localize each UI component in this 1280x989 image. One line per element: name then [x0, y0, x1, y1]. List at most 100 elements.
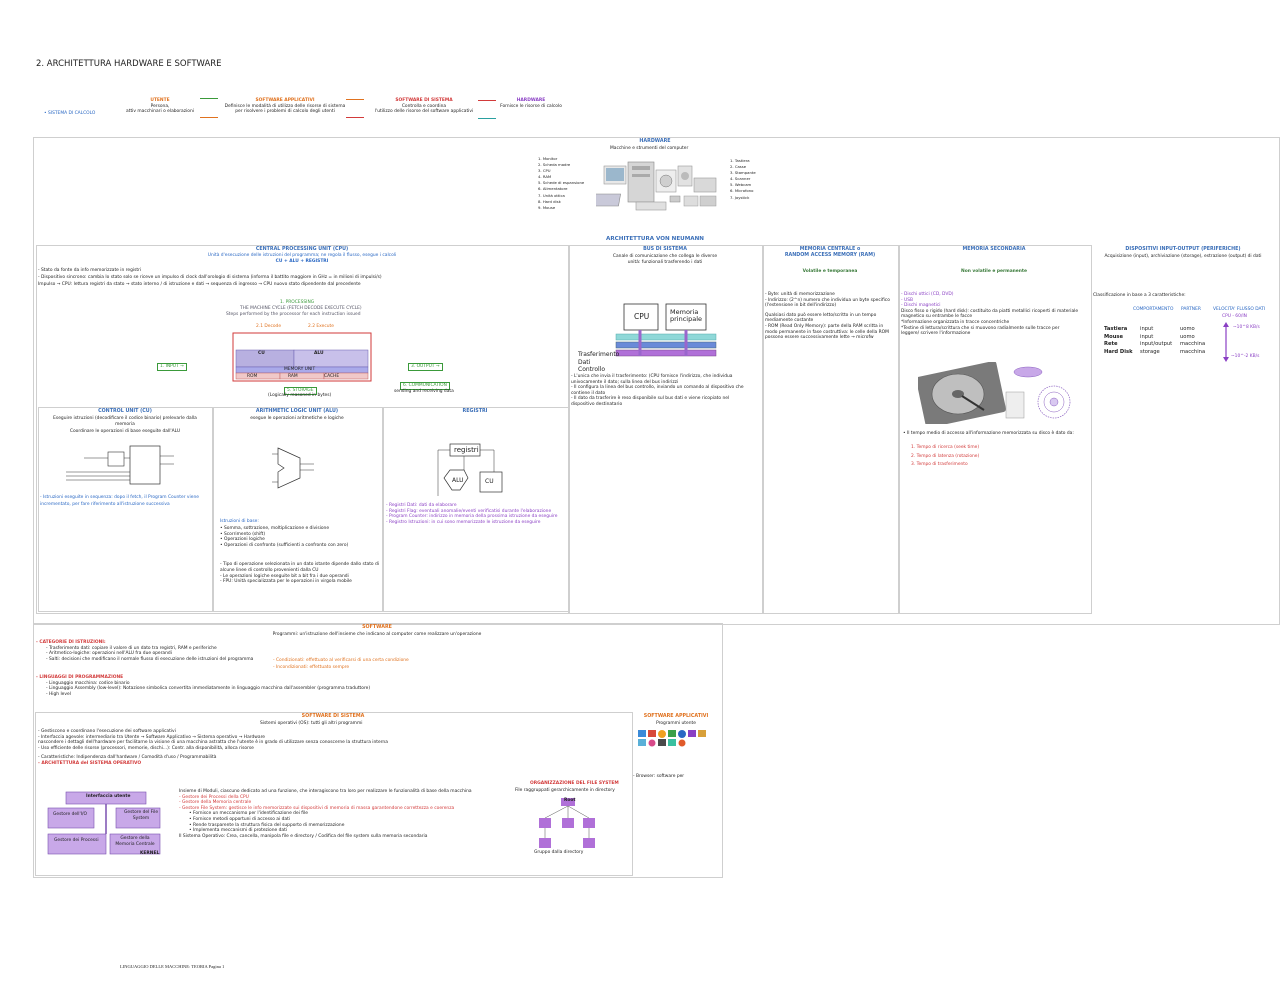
- software-c3b: - Incondizionati: effettuato sempre: [273, 665, 350, 670]
- hardware-list-item: 5. Webcam: [730, 182, 752, 188]
- fs-tree-label: Gruppo dalla directory: [534, 850, 584, 855]
- cycle-comm: 6. COMMUNICATION: [400, 382, 450, 390]
- arrow-right-orange: [346, 99, 364, 100]
- ram-list: - Byte: unità di memorizzazione - Indiri…: [765, 292, 890, 341]
- software-languages: - LINGUAGGI DI PROGRAMMAZIONE - Linguagg…: [36, 675, 371, 697]
- cpu-b1: - Stato da fonte da info memorizzate in …: [38, 268, 142, 273]
- alu-section: [212, 407, 384, 612]
- io-table-cell: Rete: [1104, 341, 1118, 348]
- io-cls: Classificazione in base a 3 caratteristi…: [1093, 293, 1186, 298]
- software-section: [33, 623, 723, 878]
- alu-diagram: [272, 447, 314, 489]
- registri-list: - Registri Dati: dati da elaborare - Reg…: [386, 503, 558, 525]
- cpu-rom-label: ROM: [247, 374, 258, 379]
- cycle-input: 1. INPUT →: [157, 363, 187, 371]
- cu-l2: memoria: [115, 422, 135, 427]
- alu-instruction-list: • Somma, sottrazione, moltiplicazione e …: [220, 526, 380, 585]
- hardware-list-item: 8. Hard disk: [538, 198, 561, 204]
- os-gp: Gestore dei Processi: [54, 838, 99, 843]
- flow-sw-sys: SOFTWARE DI SISTEMA Controlla e coordina…: [374, 98, 474, 115]
- cpu-b2: - Dispositivo sincrono: cambia lo stato …: [38, 275, 382, 280]
- alu-l1: esegue le operazioni aritmetiche e logic…: [250, 416, 344, 421]
- secondary-memory-title: MEMORIA SECONDARIA: [962, 247, 1026, 252]
- hardware-list-item: 6. Alimentatore: [538, 186, 568, 192]
- cu-b2: incrementato, per fare riferimento all'i…: [40, 502, 170, 507]
- software-title: SOFTWARE: [362, 625, 392, 630]
- os-kernel: KERNEL: [140, 851, 160, 856]
- io-table-cell: macchina: [1180, 341, 1206, 348]
- cpu-ram-label: RAM: [288, 374, 298, 379]
- io-col1: COMPORTAMENTO: [1133, 307, 1174, 312]
- io-v-lo: ~10^-2 KB/s: [1231, 354, 1260, 359]
- arrow-right-red: [478, 100, 496, 101]
- hardware-list-item: 1. Tastiera: [730, 158, 750, 163]
- hardware-list-item: 2. Casse: [730, 164, 747, 170]
- os-iu: Interfaccia utente: [86, 794, 131, 799]
- bus-desc: - L'unica che invia il trasferimento: (C…: [571, 374, 744, 407]
- von-neumann-title: ARCHITETTURA VON NEUMANN: [606, 236, 704, 242]
- software-c3a: - Condizionati: effettuato al verificars…: [273, 658, 409, 663]
- ram-sub: Volatile e temporanea: [802, 269, 858, 274]
- cpu-alu-label: ALU: [314, 351, 324, 356]
- hardware-list-item: 9. Mouse: [538, 204, 556, 210]
- bus-sub2: unità: funzionali trasferendo i dati: [627, 260, 703, 265]
- cu-section: [38, 407, 214, 612]
- cycle-sub: THE MACHINE CYCLE (FETCH DECODE EXECUTE …: [240, 306, 362, 311]
- cycle-decode: 2.1 Decode: [256, 324, 282, 329]
- cpu-sub1: Unità d'esecuzione delle istruzioni del …: [207, 253, 397, 258]
- arrow-left-red: [346, 117, 364, 118]
- bus-diagram: [615, 303, 717, 357]
- secondary-memory-l9: • Il tempo medio di accesso all'informaz…: [903, 431, 1074, 436]
- os-modules-list: Insieme di Moduli, ciascuno dedicato ad …: [179, 789, 472, 839]
- system-software-title: SOFTWARE DI SISTEMA: [301, 714, 365, 719]
- cu-diagram: [66, 445, 174, 485]
- secondary-memory-section: [898, 245, 1092, 614]
- ram-title2: RANDOM ACCESS MEMORY (RAM): [784, 253, 876, 258]
- io-table-cell: Tastiera: [1104, 326, 1128, 332]
- hard-disk-illustration: [918, 362, 1006, 424]
- io-table-cell: storage: [1140, 348, 1160, 355]
- io-table-cell: input: [1140, 333, 1154, 340]
- io-table-cell: macchina: [1180, 348, 1206, 355]
- cu-b1: - Istruzioni eseguite in sequenza: dopo …: [40, 495, 199, 500]
- bus-sub1: Canale di comunicazione che collega le d…: [612, 254, 718, 259]
- software-sub: Programmi: un'istruzione dell'insieme ch…: [272, 632, 482, 637]
- io-col3: VELOCITA' FLUSSO DATI: [1213, 307, 1266, 312]
- secondary-memory-sub: Non volatile e permanente: [961, 269, 1027, 274]
- fs-title: ORGANIZZAZIONE DEL FILE SYSTEM: [530, 781, 619, 786]
- cycle-comm-sub: sending and receiving data: [394, 389, 454, 394]
- io-sub: Acquisizione (input), archiviazione (sto…: [1104, 254, 1262, 259]
- cu-l3: Coordinare le operazioni di base eseguit…: [69, 429, 181, 434]
- cycle-storage-sub: (Logically reasoned in bytes): [268, 393, 332, 398]
- cpu-sub2: CU + ALU + REGISTRI: [275, 259, 329, 264]
- hardware-list-item: 6. Microfono: [730, 188, 754, 194]
- io-col2: PARTNER: [1181, 307, 1201, 312]
- hardware-list-item: 3. CPU: [538, 168, 551, 174]
- io-table-cell: input: [1140, 326, 1154, 332]
- bus-section: [568, 245, 764, 614]
- io-table-cell: uomo: [1180, 333, 1195, 340]
- cpu-cu-label: CU: [258, 351, 265, 356]
- registri-section: [382, 407, 570, 612]
- cycle-output: 3. OUTPUT →: [408, 363, 443, 371]
- arrow-right-green: [200, 98, 218, 99]
- file-system-tree: [539, 798, 595, 848]
- bus-cpu-label: CPU: [634, 312, 650, 321]
- software-categories: - CATEGORIE DI ISTRUZIONI: - Trasferimen…: [36, 640, 254, 662]
- arrow-left-teal: [478, 118, 496, 119]
- page-title: 2. ARCHITETTURA HARDWARE E SOFTWARE: [36, 59, 222, 69]
- registri-title: REGISTRI: [462, 409, 488, 414]
- arrow-left-orange: [200, 117, 218, 118]
- app-software-l1: - Browser: software per: [633, 774, 685, 779]
- ram-title: MEMORIA CENTRALE o: [799, 247, 861, 252]
- flow-utente: UTENTE Persona, attiv macchinari o elabo…: [126, 98, 194, 115]
- alu-l2: Istruzioni di base:: [220, 519, 259, 524]
- os-gio: Gestore dell'I/O: [53, 812, 87, 817]
- flow-hw: HARDWARE Fornisce le risorse di calcolo: [500, 98, 562, 109]
- app-software-title: SOFTWARE APPLICATIVI: [643, 714, 709, 719]
- io-v-top: CPU - 60/IN: [1222, 314, 1247, 319]
